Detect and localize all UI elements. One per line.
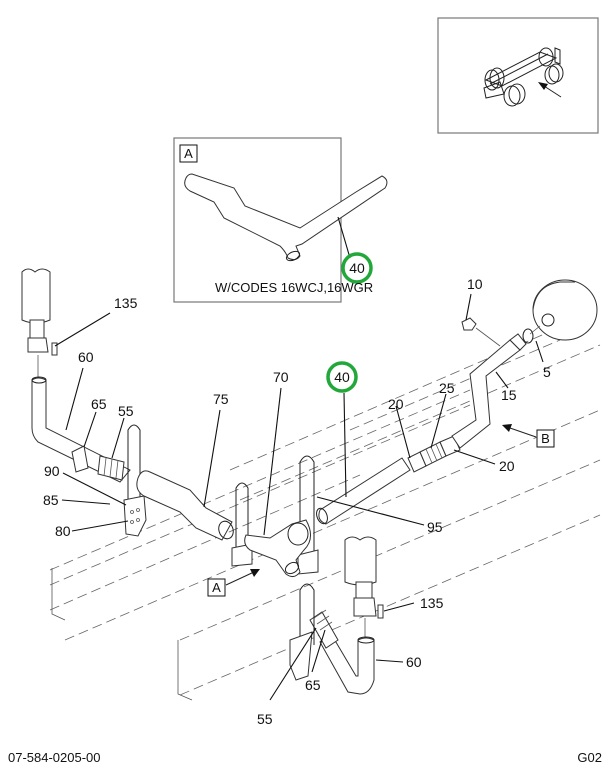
center-u-bolt-left xyxy=(235,482,249,560)
pipe-40 xyxy=(318,457,411,525)
callout-70[interactable]: 70 xyxy=(273,369,289,385)
bottom-bracket xyxy=(289,631,313,681)
detail-a-highlight-circle xyxy=(341,252,373,284)
detail-a-label-box xyxy=(179,144,198,163)
right-exhaust-stack xyxy=(344,536,384,640)
sheet-code: G02 xyxy=(577,750,602,765)
locator-arrow-icon xyxy=(538,82,562,98)
callout-55-top[interactable]: 55 xyxy=(118,403,134,419)
callout-95[interactable]: 95 xyxy=(427,519,443,535)
crossover-pipe-75 xyxy=(136,470,233,541)
callout-40-detail[interactable]: 40 xyxy=(349,260,365,276)
truck-chassis-icon xyxy=(483,47,564,107)
clamp-5 xyxy=(522,328,534,344)
detail-a-leader xyxy=(337,216,351,259)
bolt-10 xyxy=(461,317,501,347)
callout-75[interactable]: 75 xyxy=(213,391,229,407)
drawing-number: 07-584-0205-00 xyxy=(8,750,101,765)
detail-a-frame xyxy=(173,137,342,303)
callout-40-highlight-circle xyxy=(326,361,358,393)
callout-60-bottom[interactable]: 60 xyxy=(406,654,422,670)
callout-20-left[interactable]: 20 xyxy=(388,396,404,412)
view-a-arrow-icon xyxy=(250,569,260,577)
frame-rails xyxy=(49,309,601,701)
y-pipe-detail-icon xyxy=(184,173,388,262)
left-clamp xyxy=(71,445,89,473)
view-marker-b: B xyxy=(502,424,555,448)
center-u-bolt-right xyxy=(299,455,315,568)
view-marker-a: A xyxy=(207,569,260,597)
right-flex-coupling xyxy=(407,435,461,473)
left-exhaust-stack xyxy=(21,268,58,380)
bottom-u-bolt xyxy=(299,583,315,650)
left-flex-coupling xyxy=(97,455,125,481)
view-a-label: A xyxy=(212,580,221,595)
leader-lines xyxy=(54,293,544,701)
callout-10[interactable]: 10 xyxy=(467,276,483,292)
inset-locator xyxy=(437,17,599,134)
callout-20-right[interactable]: 20 xyxy=(499,458,515,474)
detail-a-note: W/CODES 16WCJ,16WGR xyxy=(215,280,373,295)
callout-25[interactable]: 25 xyxy=(439,380,455,396)
callout-65-top[interactable]: 65 xyxy=(91,396,107,412)
callout-5[interactable]: 5 xyxy=(543,364,551,380)
callout-135-bottom[interactable]: 135 xyxy=(420,595,444,611)
detail-a-label: A xyxy=(184,146,193,161)
callout-15[interactable]: 15 xyxy=(501,387,517,403)
callout-90[interactable]: 90 xyxy=(44,463,60,479)
inset-frame xyxy=(437,17,599,134)
right-elbow-pipe xyxy=(319,631,375,695)
callout-55-bottom[interactable]: 55 xyxy=(257,711,273,727)
view-b-label: B xyxy=(541,431,550,446)
left-bracket xyxy=(123,495,147,537)
muffler xyxy=(529,279,598,341)
callout-65-bottom[interactable]: 65 xyxy=(305,677,321,693)
detail-a-panel: A 40 W/CODES 16WCJ,16WGR xyxy=(173,137,388,303)
left-u-bolt xyxy=(127,424,141,512)
view-b-arrow-icon xyxy=(502,424,512,432)
callout-85[interactable]: 85 xyxy=(43,492,59,508)
callout-60-top[interactable]: 60 xyxy=(78,349,94,365)
callout-135-top[interactable]: 135 xyxy=(114,295,138,311)
bottom-flex-coupling xyxy=(309,609,339,649)
callout-40-main[interactable]: 40 xyxy=(334,369,350,385)
callout-80[interactable]: 80 xyxy=(55,523,71,539)
